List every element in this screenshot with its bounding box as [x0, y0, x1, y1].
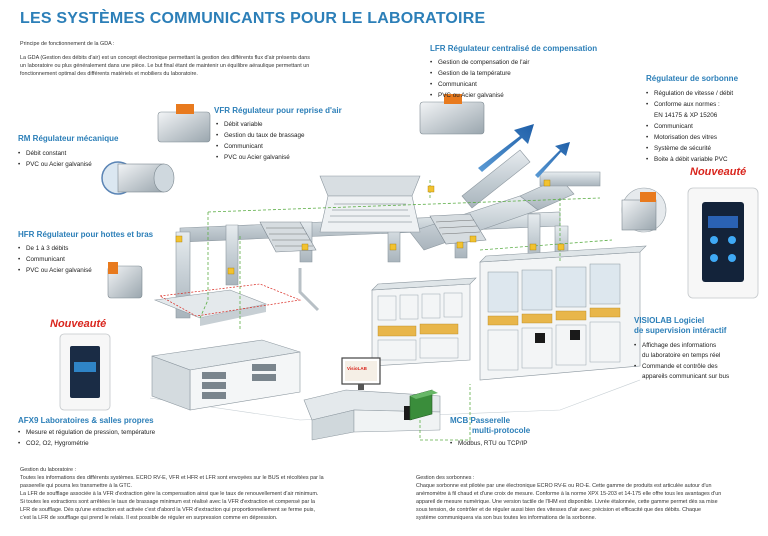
- ceiling-diffuser: [319, 175, 421, 233]
- lfr-item: Gestion de la température: [430, 68, 597, 79]
- afx9-block: AFX9 Laboratoires & salles propres Mesur…: [18, 416, 155, 449]
- page-title: LES SYSTÈMES COMMUNICANTS POUR LE LABORA…: [20, 10, 486, 27]
- vfr-item: PVC ou Acier galvanisé: [216, 152, 342, 163]
- sorbonne-touch-screen: [687, 187, 759, 299]
- rm-block: RM Régulateur mécanique Débit constant P…: [18, 134, 118, 170]
- fume-cupboards: [479, 245, 647, 381]
- mcb-item: Modbus, RTU ou TCP/IP: [450, 438, 530, 449]
- gestion-sorbonnes-line: Chaque sorbonne est pilotée par une élec…: [416, 483, 712, 489]
- gestion-labo-line: passerelle qui pourra les transmettre à …: [20, 483, 133, 489]
- hfr-item: Communicant: [18, 254, 153, 265]
- sorbonne-item: Communicant: [646, 121, 738, 132]
- afx9-touch-screen: [59, 333, 111, 411]
- visiolab-subtitle: de supervision intéractif: [634, 326, 727, 335]
- sorbonne-item: Boite à débit variable PVC: [646, 154, 738, 165]
- sorbonne-title: Régulateur de sorbonne: [646, 74, 739, 83]
- hfr-title: HFR Régulateur pour hottes et bras: [18, 230, 154, 239]
- afx9-item: Mesure et régulation de pression, tempér…: [18, 427, 155, 438]
- sorbonne-item: Régulation de vitesse / débit: [646, 88, 738, 99]
- sorbonne-item: Système de sécurité: [646, 143, 738, 154]
- rm-title: RM Régulateur mécanique: [18, 134, 119, 143]
- sorbonne-block: Régulateur de sorbonne Régulation de vit…: [646, 74, 738, 165]
- sorbonne-norms: EN 14175 & XP 15206: [654, 112, 718, 119]
- bus-lines: [199, 180, 613, 441]
- lfr-block: LFR Régulateur centralisé de compensatio…: [430, 44, 597, 101]
- intro-line: fonctionnement optimal des différents ma…: [20, 71, 198, 77]
- gestion-sorbonnes-block: Gestion des sorbonnes : Chaque sorbonne …: [416, 474, 761, 522]
- vfr-item: Gestion du taux de brassage: [216, 130, 342, 141]
- sorbonne-item: Motorisation des vitres: [646, 132, 738, 143]
- gestion-labo-line: Si toutes les extractions sont arrêtées …: [20, 499, 315, 505]
- intro-heading: Principe de fonctionnement de la GDA :: [20, 41, 115, 47]
- hfr-block: HFR Régulateur pour hottes et bras De 1 …: [18, 230, 153, 276]
- vfr-item: Communicant: [216, 141, 342, 152]
- visiolab-item-cont: appareils communicant sur bus: [642, 373, 730, 380]
- sorbonne-item: Conforme aux normes :: [646, 99, 738, 110]
- mcb-subtitle: multi-protocole: [472, 426, 531, 435]
- lfr-item: Gestion de compensation de l'air: [430, 57, 597, 68]
- rm-item: Débit constant: [18, 148, 118, 159]
- left-bench: [151, 339, 301, 411]
- airflow-arrows: [478, 124, 570, 178]
- gestion-sorbonnes-heading: Gestion des sorbonnes :: [416, 475, 475, 481]
- intro-line: un laboratoire ou plus généralement dans…: [20, 63, 310, 69]
- regulator-markers: [175, 179, 565, 275]
- rm-product-photo: [101, 161, 175, 195]
- red-dashed-zone: [158, 283, 302, 317]
- visiolab-block: VISIOLAB Logiciel de supervision intérac…: [634, 316, 729, 382]
- rm-item: PVC ou Acier galvanisé: [18, 159, 118, 170]
- lfr-title: LFR Régulateur centralisé de compensatio…: [430, 44, 598, 53]
- visiolab-item: Commande et contrôle des: [634, 361, 729, 372]
- visiolab-item: Affichage des informations: [634, 340, 729, 351]
- gestion-sorbonnes-line: système communiquera via son bus toutes …: [416, 515, 597, 521]
- afx9-title: AFX9 Laboratoires & salles propres: [18, 416, 154, 425]
- mcb-block: MCB Passerelle multi-protocole Modbus, R…: [450, 416, 530, 449]
- gestion-sorbonnes-line: appareil de mesure numérique. Une versio…: [416, 499, 718, 505]
- middle-cabinets: [371, 277, 477, 367]
- mcb-gateway: [409, 389, 438, 421]
- hfr-item: De 1 à 3 débits: [18, 243, 153, 254]
- gestion-labo-block: Gestion du laboratoire : Toutes les info…: [20, 466, 390, 522]
- vfr-title: VFR Régulateur pour reprise d'air: [214, 106, 342, 115]
- hfr-item: PVC ou Acier galvanisé: [18, 265, 153, 276]
- gestion-labo-line: La LFR de soufflage associée à la VFR d'…: [20, 491, 319, 497]
- gestion-labo-line: Toutes les informations des différents s…: [20, 475, 324, 481]
- lfr-item: Communicant: [430, 79, 597, 90]
- gestion-labo-line: LFR de soufflage. Dès qu'une extraction …: [20, 507, 315, 513]
- vfr-item: Débit variable: [216, 119, 342, 130]
- nouveaute-badge-right: Nouveauté: [690, 166, 747, 178]
- extraction-hood: [153, 289, 268, 326]
- mcb-title: MCB Passerelle: [450, 416, 511, 425]
- afx9-item: CO2, O2, Hygrométrie: [18, 438, 155, 449]
- nouveaute-badge-left: Nouveauté: [50, 318, 107, 330]
- gestion-sorbonnes-line: sous tension, de contrôler et de réguler…: [416, 507, 702, 513]
- vfr-block: VFR Régulateur pour reprise d'air Débit …: [214, 106, 342, 163]
- monitor-screen-label: VisioLAB: [347, 366, 367, 371]
- lfr-item: PVC ou Acier galvanisé: [430, 90, 597, 101]
- intro-line: La GDA (Gestion des débits d'air) est un…: [20, 55, 310, 61]
- gestion-labo-line: c'est la LFR de soufflage qui prend le r…: [20, 515, 278, 521]
- articulated-arm: [298, 268, 320, 312]
- vfr-product-photo: [157, 104, 211, 143]
- sorbonne-regulator-photo: [621, 187, 667, 233]
- gestion-labo-heading: Gestion du laboratoire :: [20, 467, 77, 473]
- gestion-sorbonnes-line: anémomètre à fil chaud et d'une croix de…: [416, 491, 722, 497]
- intro-block: Principe de fonctionnement de la GDA : L…: [20, 40, 380, 78]
- visiolab-item-cont: du laboratoire en temps réel: [642, 352, 721, 359]
- pc-monitor: [341, 357, 381, 390]
- visiolab-title: VISIOLAB Logiciel: [634, 316, 705, 325]
